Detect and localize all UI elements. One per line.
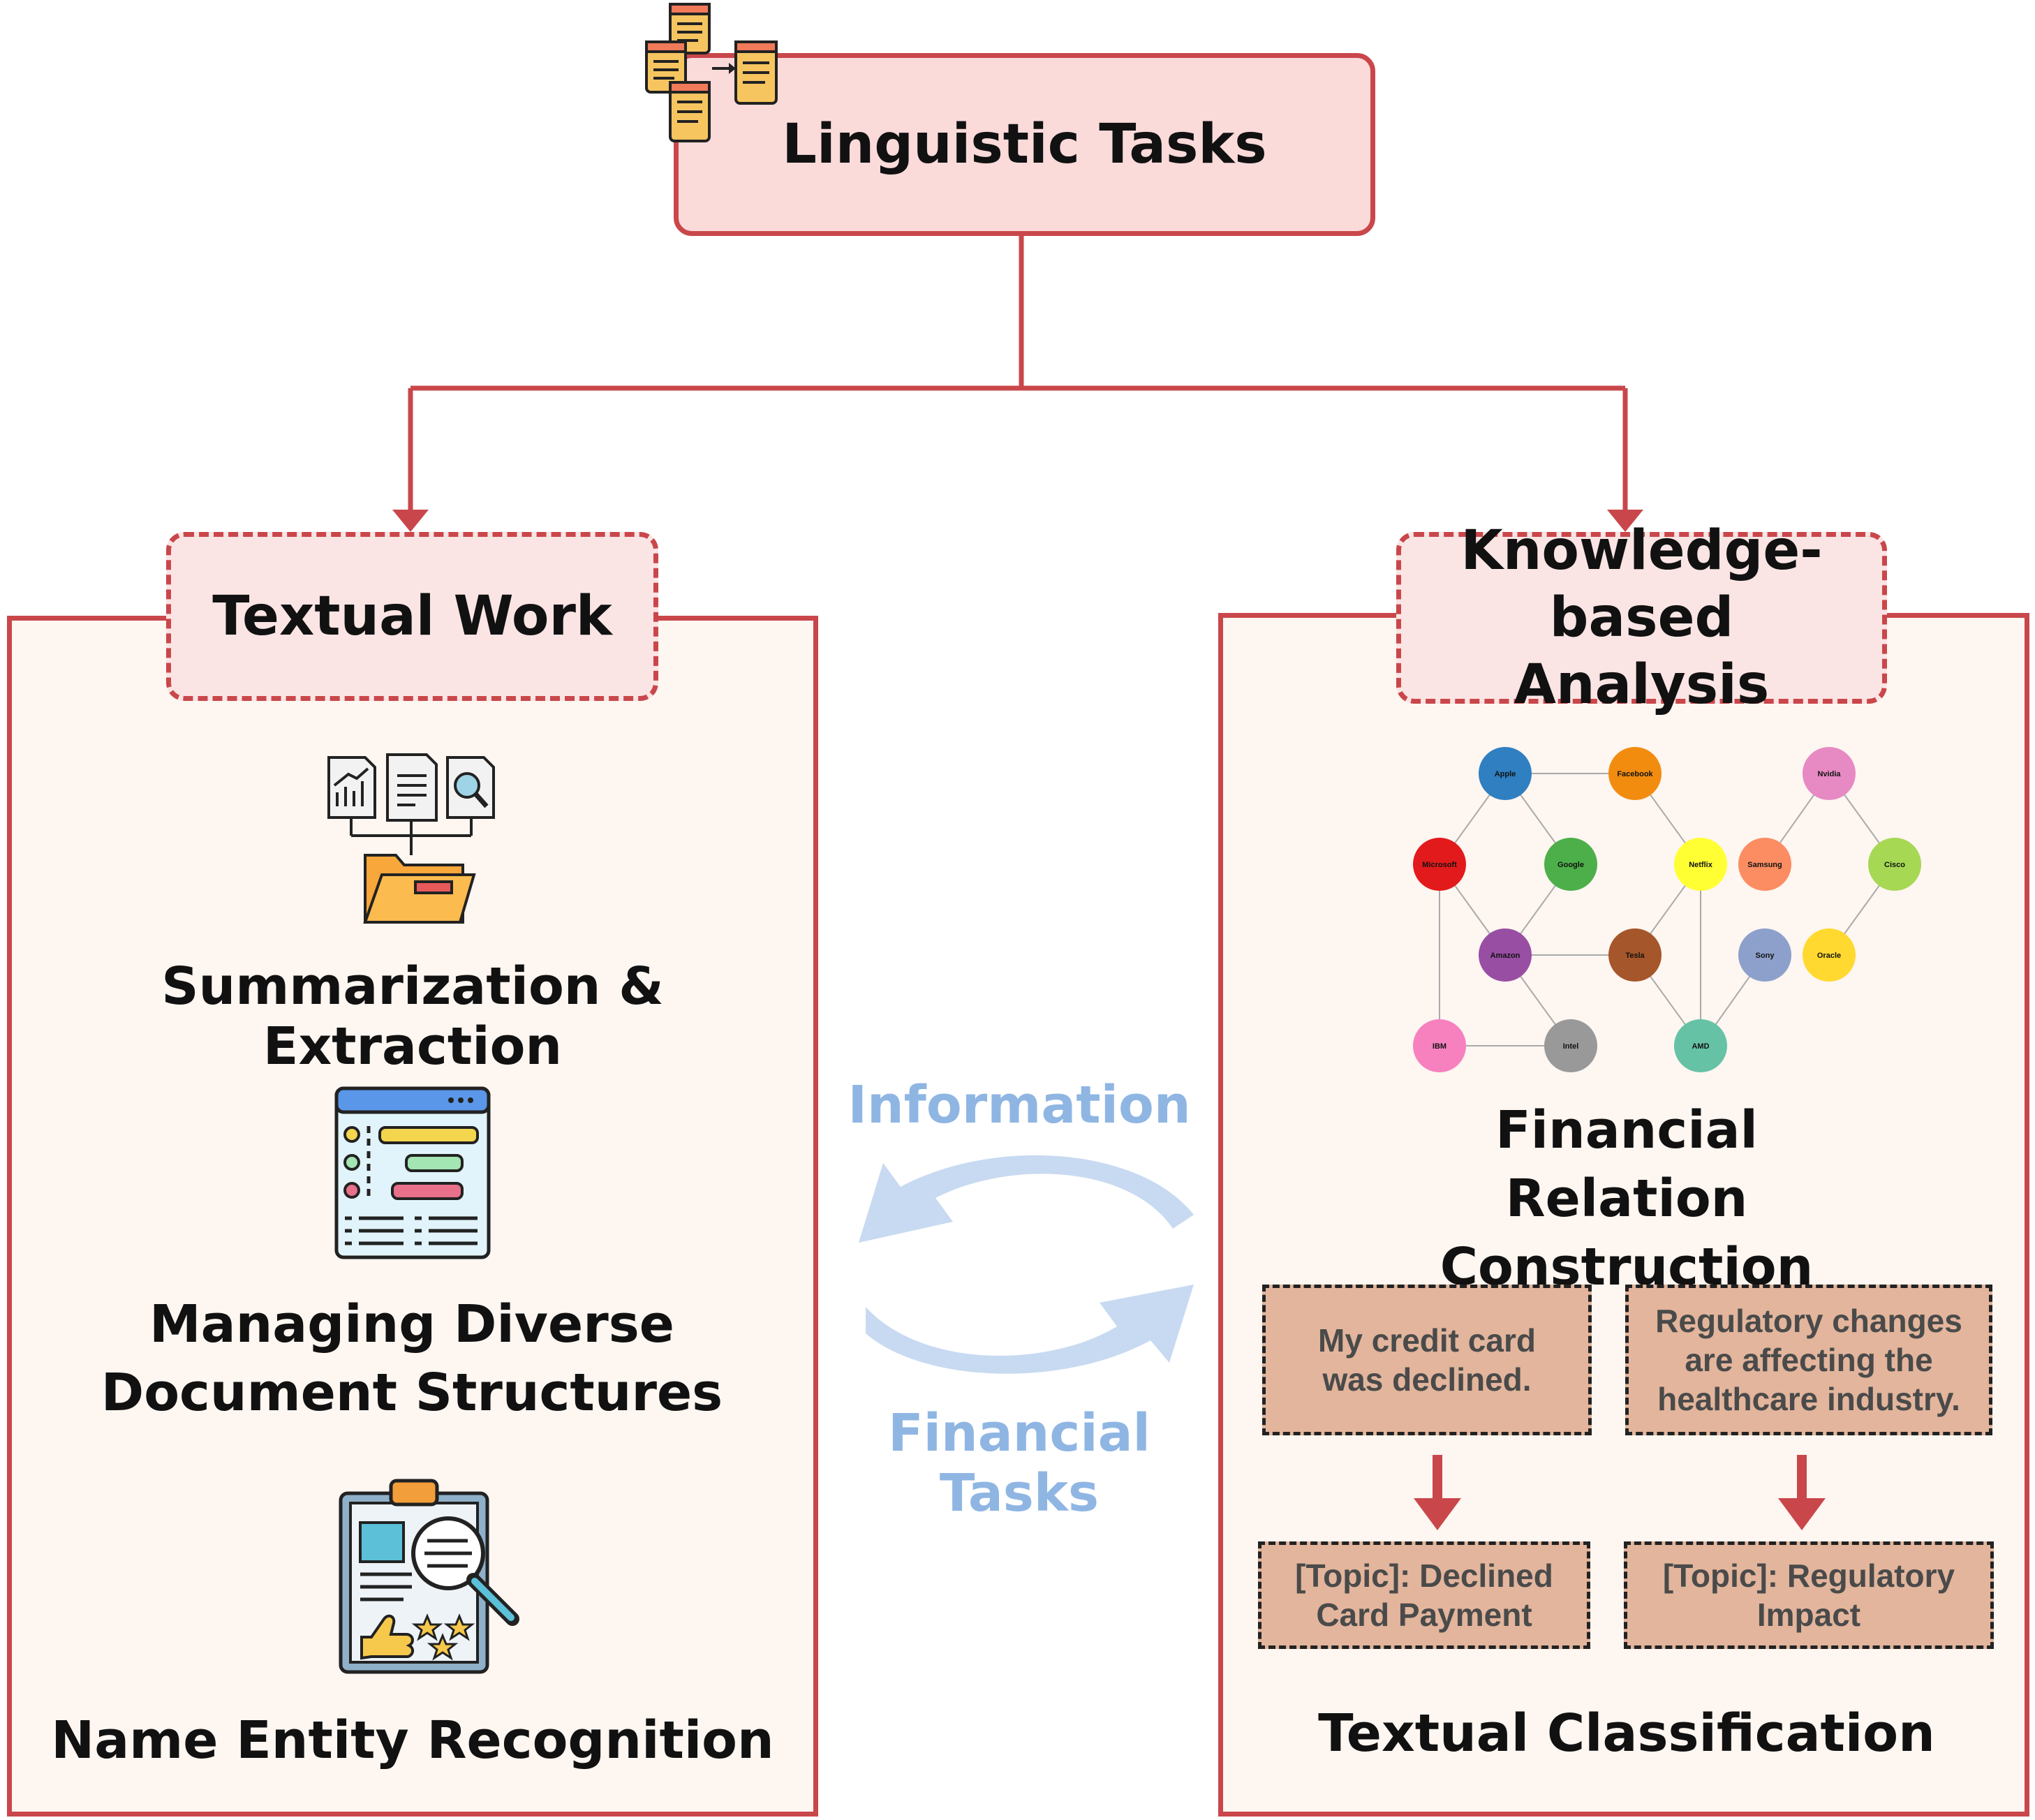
graph-node-label: Apple — [1495, 770, 1516, 778]
graph-node-apple — [1479, 747, 1532, 800]
graph-node-netflix — [1674, 838, 1727, 891]
financial-relation-label: Financial Relation Construction — [1440, 1100, 1814, 1297]
documents-folder-icon — [327, 753, 495, 924]
example-input-1: My credit card was declined. — [1262, 1285, 1592, 1435]
summarization-label: Summarization & Extraction — [161, 956, 664, 1077]
documents-transfer-icon — [645, 3, 778, 142]
root-node: Linguistic Tasks — [674, 53, 1375, 236]
example-topic-2: [Topic]: Regulatory Impact — [1624, 1541, 1994, 1649]
arrow-1-head — [1414, 1498, 1461, 1530]
textual-work-title: Textual Work — [212, 585, 612, 648]
knowledge-analysis-title: Knowledge-based Analysis — [1460, 519, 1823, 716]
graph-node-label: Sony — [1756, 952, 1775, 960]
graph-node-microsoft — [1413, 838, 1466, 891]
graph-node-oracle — [1803, 929, 1856, 982]
graph-node-cisco — [1868, 838, 1921, 891]
example-topic-1: [Topic]: Declined Card Payment — [1258, 1541, 1590, 1649]
graph-node-label: Oracle — [1817, 952, 1841, 960]
graph-node-ibm — [1413, 1019, 1466, 1072]
graph-node-nvidia — [1803, 747, 1856, 800]
graph-node-label: IBM — [1433, 1042, 1446, 1051]
graph-node-label: Cisco — [1884, 861, 1905, 869]
right-branch-arrowhead — [1607, 510, 1643, 532]
knowledge-analysis-header: Knowledge-based Analysis — [1396, 519, 1887, 716]
textual-work-header: Textual Work — [166, 532, 658, 701]
graph-node-tesla — [1608, 929, 1662, 982]
ner-label: Name Entity Recognition — [51, 1710, 774, 1770]
left-branch-arrowhead — [392, 510, 429, 532]
graph-node-label: Tesla — [1625, 952, 1645, 960]
classification-arrows — [1414, 1455, 1826, 1530]
financial-tasks-label: Financial Tasks — [888, 1403, 1150, 1523]
graph-node-amazon — [1479, 929, 1532, 982]
arrow-2-head — [1778, 1498, 1826, 1530]
graph-node-label: Facebook — [1617, 770, 1653, 778]
graph-node-label: Microsoft — [1422, 861, 1457, 869]
graph-node-sony — [1738, 929, 1791, 982]
information-label: Information — [848, 1075, 1191, 1135]
graph-node-label: AMD — [1692, 1042, 1709, 1051]
root-connector — [408, 234, 1628, 513]
graph-node-samsung — [1738, 838, 1791, 891]
graph-node-label: Amazon — [1490, 952, 1520, 960]
graph-node-intel — [1544, 1019, 1597, 1072]
exchange-arrows-icon — [859, 1155, 1194, 1374]
example-input-2: Regulatory changes are affecting the hea… — [1625, 1285, 1992, 1435]
root-title: Linguistic Tasks — [782, 113, 1267, 176]
web-document-layout-icon — [334, 1086, 491, 1259]
managing-structures-label: Managing Diverse Document Structures — [101, 1294, 723, 1423]
graph-node-amd — [1674, 1019, 1727, 1072]
graph-node-label: Netflix — [1689, 861, 1713, 869]
graph-node-label: Google — [1557, 861, 1584, 869]
graph-node-label: Intel — [1563, 1042, 1579, 1051]
clipboard-search-icon — [339, 1479, 519, 1674]
graph-node-label: Nvidia — [1817, 770, 1841, 778]
graph-node-google — [1544, 838, 1597, 891]
graph-node-label: Samsung — [1747, 861, 1782, 869]
textual-classification-label: Textual Classification — [1318, 1703, 1935, 1763]
graph-node-facebook — [1608, 747, 1662, 800]
